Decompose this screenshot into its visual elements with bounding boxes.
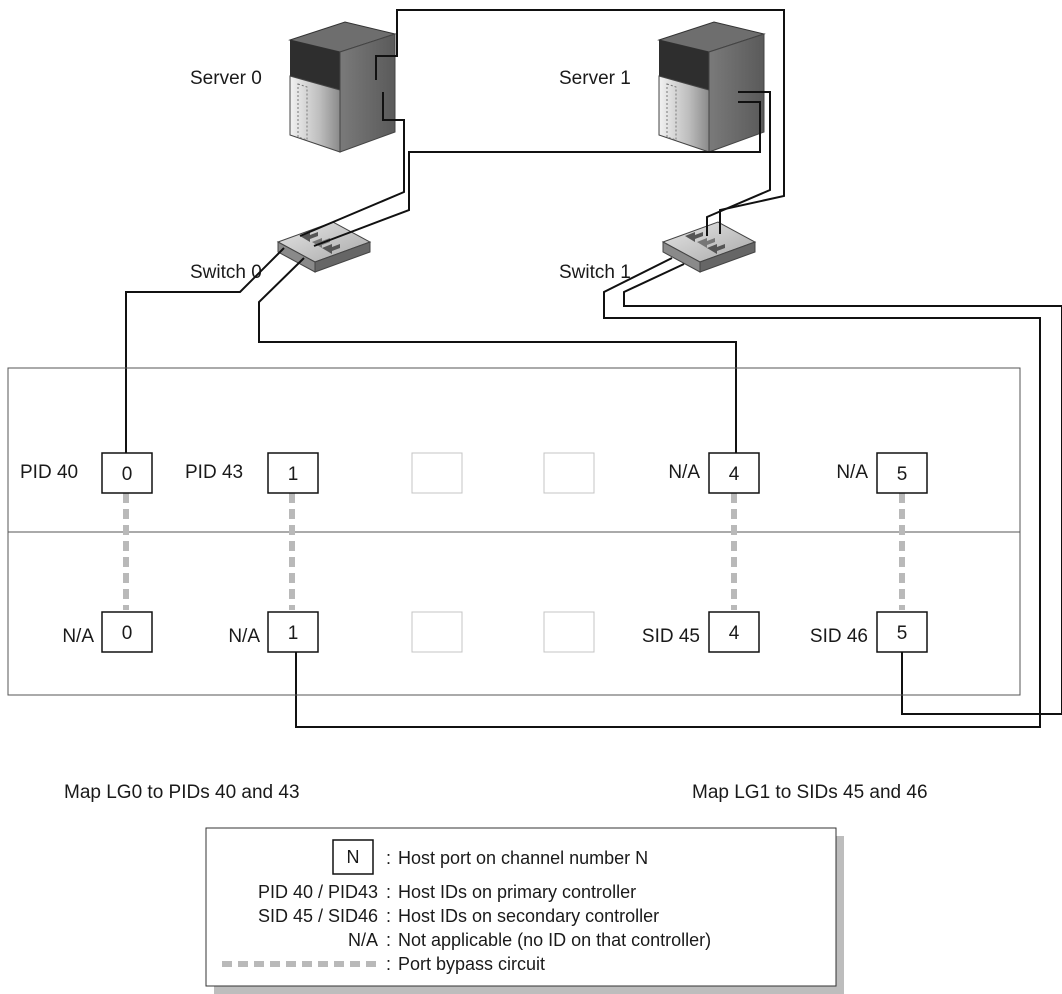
legend-box bbox=[205, 827, 837, 987]
legend-port-swatch bbox=[332, 839, 374, 875]
legend-key: N bbox=[347, 847, 360, 867]
port-id-label: N/A bbox=[836, 462, 868, 483]
cable-switch0-port4 bbox=[258, 257, 737, 454]
switch-1-icon bbox=[661, 221, 757, 273]
server-1-icon bbox=[657, 21, 766, 153]
port-id-label: N/A bbox=[62, 626, 94, 647]
secondary-controller-row: N/A 0 N/A 1 SID 45 4 SID 46 5 bbox=[62, 611, 928, 653]
server-1-label: Server 1 bbox=[559, 68, 631, 89]
port-channel-number: 0 bbox=[122, 464, 133, 485]
cable-server1-switch1 bbox=[706, 91, 771, 236]
cable-server1-switch0 bbox=[313, 101, 761, 247]
port-channel-number: 1 bbox=[288, 464, 299, 485]
bypass-circuits bbox=[123, 493, 905, 610]
legend-key: SID 45 / SID46 bbox=[258, 906, 378, 926]
legend-text: Host IDs on secondary controller bbox=[398, 906, 659, 926]
cable-switch0-port0 bbox=[125, 247, 285, 454]
array-enclosure bbox=[7, 367, 1021, 696]
legend-sep: : bbox=[386, 930, 391, 950]
port-channel-number: 0 bbox=[122, 623, 133, 644]
host-port-box bbox=[267, 611, 319, 653]
legend-sep: : bbox=[386, 954, 391, 974]
server-0-icon bbox=[288, 21, 397, 153]
legend-text: Not applicable (no ID on that controller… bbox=[398, 930, 711, 950]
legend-sep: : bbox=[386, 848, 391, 868]
legend: N : Host port on channel number N PID 40… bbox=[205, 827, 844, 994]
cable-server0-switch0 bbox=[299, 92, 405, 237]
empty-port-box bbox=[411, 452, 463, 494]
empty-port-box bbox=[543, 452, 595, 494]
cable-switch1-port5 bbox=[623, 263, 1062, 715]
port-id-label: N/A bbox=[668, 462, 700, 483]
host-port-box bbox=[708, 611, 760, 653]
port-channel-number: 4 bbox=[729, 623, 740, 644]
port-id-label: PID 43 bbox=[185, 462, 243, 483]
port-id-label: PID 40 bbox=[20, 462, 78, 483]
cable-switch1-port1 bbox=[295, 257, 1041, 728]
legend-text: Host IDs on primary controller bbox=[398, 882, 636, 902]
port-id-label: N/A bbox=[228, 626, 260, 647]
empty-port-box bbox=[411, 611, 463, 653]
host-port-box bbox=[101, 611, 153, 653]
switch-0-label: Switch 0 bbox=[190, 262, 262, 283]
port-id-label: SID 45 bbox=[642, 626, 700, 647]
switch-1-label: Switch 1 bbox=[559, 262, 631, 283]
server-0-label: Server 0 bbox=[190, 68, 262, 89]
port-channel-number: 1 bbox=[288, 623, 299, 644]
legend-text: Host port on channel number N bbox=[398, 848, 648, 868]
port-channel-number: 5 bbox=[897, 464, 908, 485]
host-port-box bbox=[876, 611, 928, 653]
host-port-box bbox=[708, 452, 760, 494]
port-channel-number: 4 bbox=[729, 464, 740, 485]
legend-sep: : bbox=[386, 906, 391, 926]
legend-text: Port bypass circuit bbox=[398, 954, 545, 974]
legend-key: N/A bbox=[348, 930, 378, 950]
empty-port-box bbox=[543, 611, 595, 653]
host-port-box bbox=[101, 452, 153, 494]
caption-lg0: Map LG0 to PIDs 40 and 43 bbox=[64, 782, 300, 803]
port-id-label: SID 46 bbox=[810, 626, 868, 647]
legend-key: PID 40 / PID43 bbox=[258, 882, 378, 902]
host-port-box bbox=[876, 452, 928, 494]
host-port-box bbox=[267, 452, 319, 494]
caption-lg1: Map LG1 to SIDs 45 and 46 bbox=[692, 782, 928, 803]
cables bbox=[125, 9, 1062, 728]
primary-controller-row: PID 40 0 PID 43 1 N/A 4 N/A 5 bbox=[20, 452, 928, 494]
port-channel-number: 5 bbox=[897, 623, 908, 644]
legend-sep: : bbox=[386, 882, 391, 902]
